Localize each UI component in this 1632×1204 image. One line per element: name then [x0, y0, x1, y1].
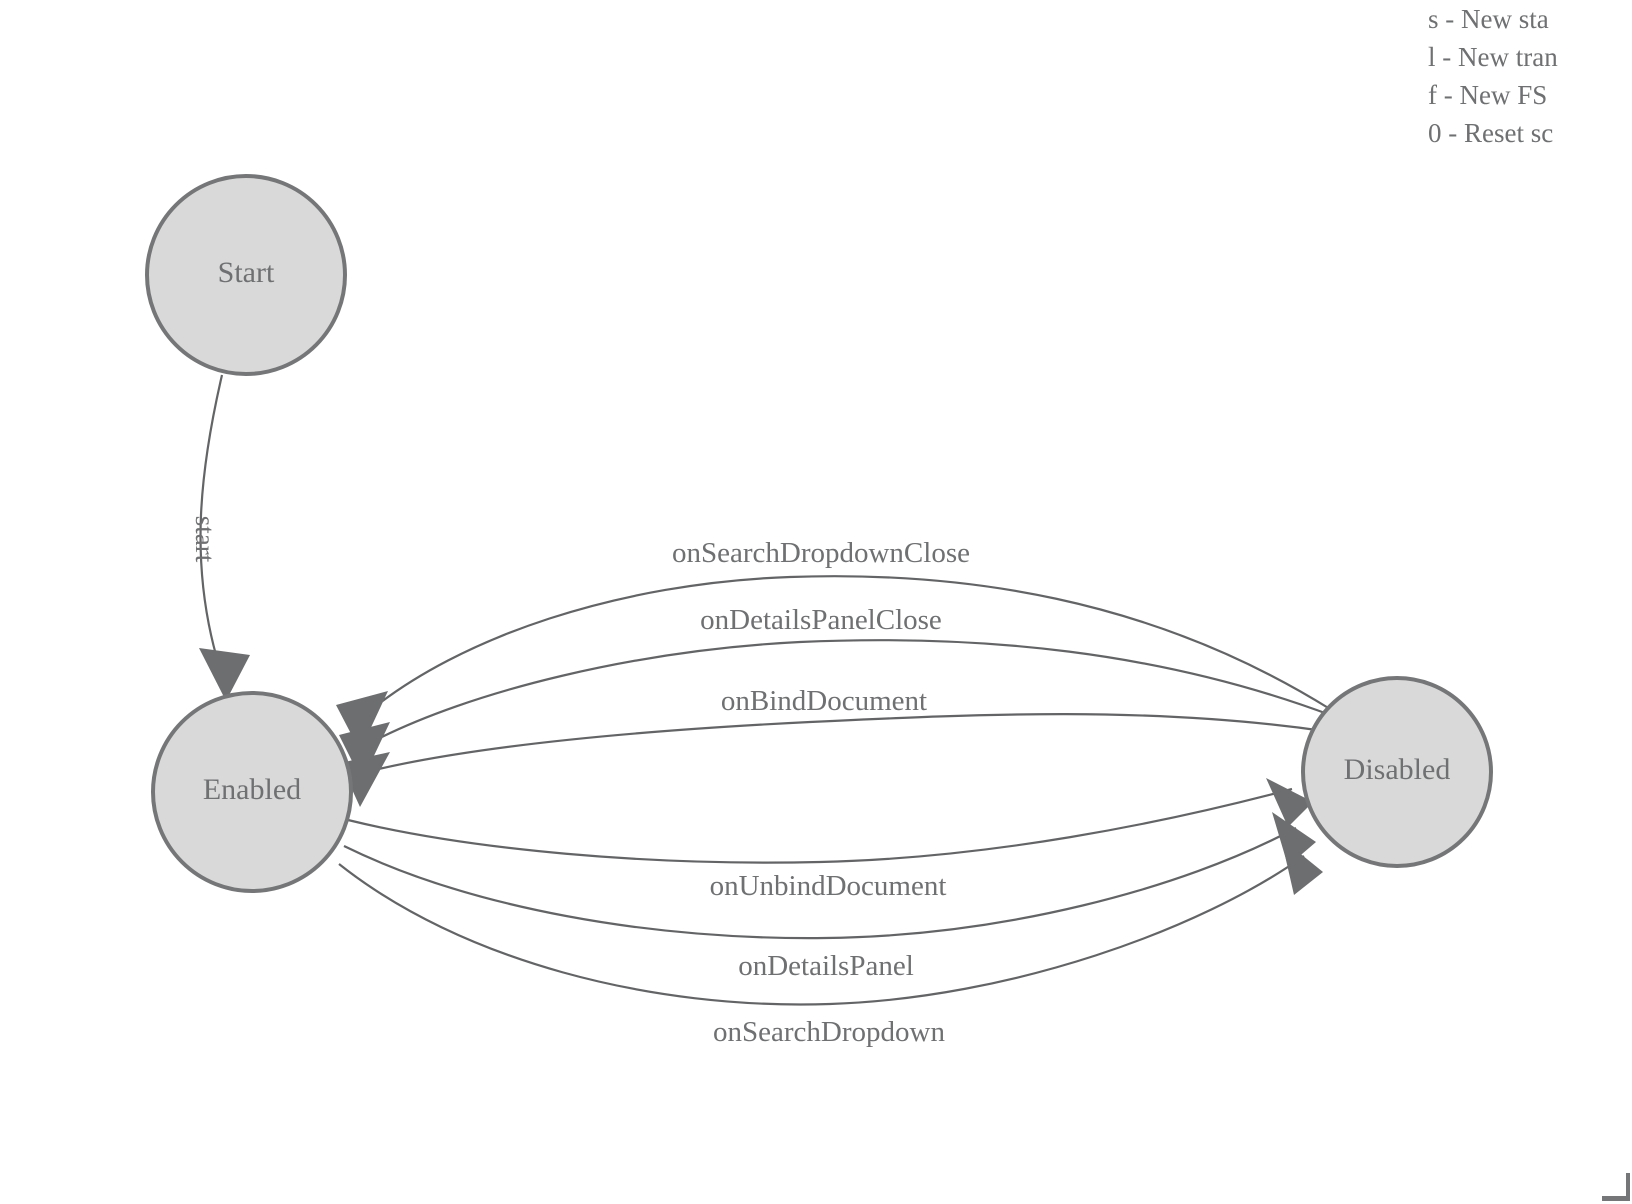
edge-label-on-bind-document: onBindDocument — [721, 685, 927, 717]
edge-path-start — [199, 374, 224, 656]
edge-path-on-search-dropdown-close — [365, 575, 1331, 715]
edge-path-on-search-dropdown — [338, 855, 1305, 1006]
node-start-label: Start — [218, 256, 275, 289]
edge-path-on-bind-document — [365, 713, 1325, 774]
edge-on-bind-document[interactable] — [340, 713, 1325, 807]
edge-on-details-panel[interactable] — [343, 812, 1316, 940]
edge-label-on-details-panel: onDetailsPanel — [738, 950, 914, 982]
arrowhead-on-search-dropdown — [1281, 838, 1323, 895]
node-enabled[interactable]: Enabled — [151, 691, 353, 893]
node-enabled-label: Enabled — [203, 773, 301, 806]
node-start-circle[interactable] — [145, 174, 347, 376]
node-disabled-label: Disabled — [1344, 753, 1451, 786]
node-start[interactable]: Start — [145, 174, 347, 376]
edge-on-unbind-document[interactable] — [347, 778, 1313, 864]
edge-label-on-search-dropdown-close: onSearchDropdownClose — [672, 537, 970, 569]
edge-start-to-enabled[interactable] — [199, 374, 250, 701]
edge-label-start: start — [190, 516, 220, 563]
arrowhead-on-details-panel — [1272, 812, 1316, 866]
resize-grip-horizontal-bar — [1602, 1196, 1630, 1201]
node-disabled-circle[interactable] — [1301, 676, 1493, 868]
resize-grip-vertical-bar — [1626, 1173, 1630, 1201]
arrowhead-on-search-dropdown-close — [336, 691, 388, 751]
arrowhead-on-unbind-document — [1266, 778, 1313, 827]
edge-path-on-details-panel — [343, 827, 1297, 940]
edge-label-on-unbind-document: onUnbindDocument — [710, 870, 947, 902]
edge-path-on-details-panel-close — [367, 639, 1334, 745]
arrowhead-on-details-panel-close — [339, 722, 390, 781]
arrowhead-start-to-enabled — [199, 648, 250, 701]
edge-on-search-dropdown-close[interactable] — [336, 575, 1331, 751]
edge-on-details-panel-close[interactable] — [339, 639, 1334, 781]
node-enabled-circle[interactable] — [151, 691, 353, 893]
edge-label-on-search-dropdown: onSearchDropdown — [713, 1016, 945, 1048]
edge-path-on-unbind-document — [347, 787, 1293, 864]
edge-on-search-dropdown[interactable] — [338, 838, 1323, 1006]
node-disabled[interactable]: Disabled — [1301, 676, 1493, 868]
arrowhead-on-bind-document — [340, 752, 390, 807]
window-resize-grip[interactable] — [1602, 1173, 1630, 1201]
edge-label-on-details-panel-close: onDetailsPanelClose — [700, 604, 942, 636]
